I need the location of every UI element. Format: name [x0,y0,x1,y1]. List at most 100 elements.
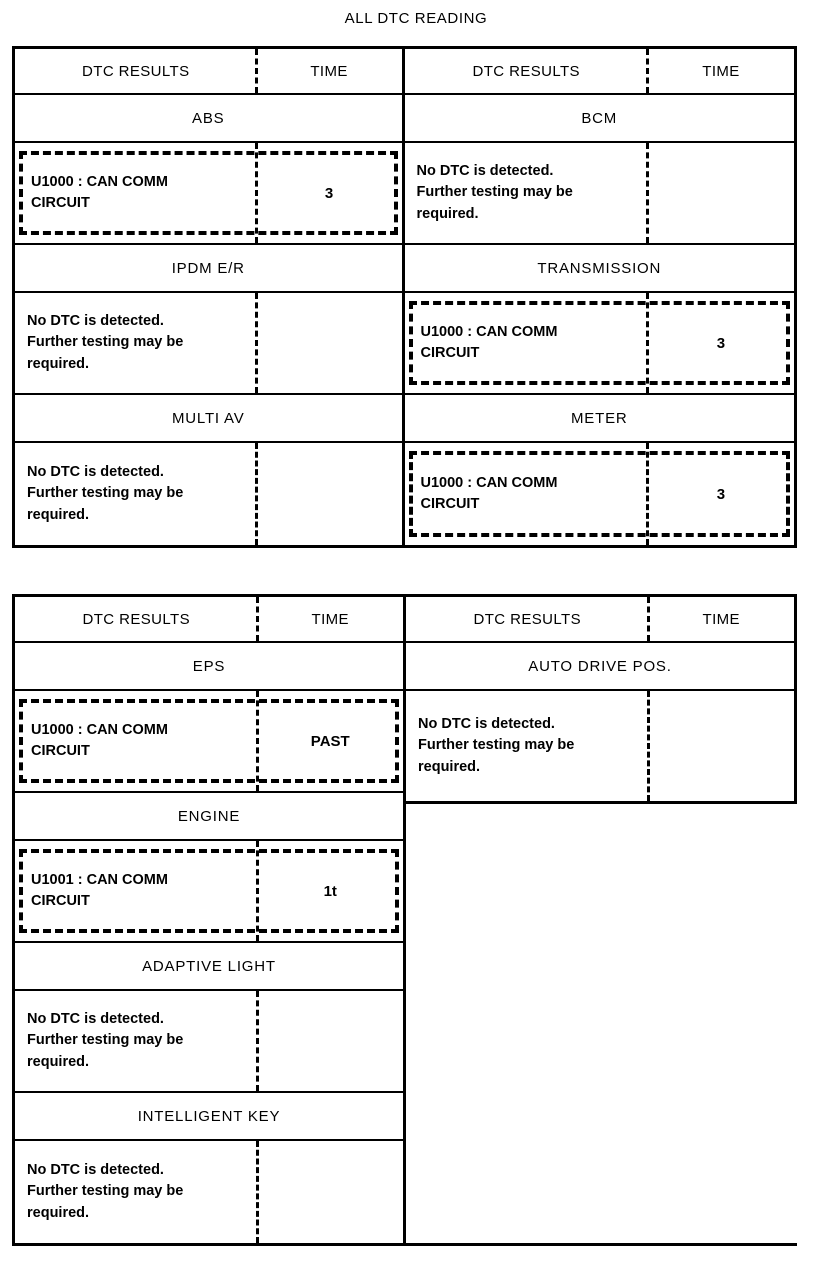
dtc-results-cell: U1000 : CAN COMM CIRCUIT [15,143,258,243]
dtc-result-row: No DTC is detected. Further testing may … [406,691,794,801]
system-name-label: ADAPTIVE LIGHT [142,957,276,975]
system-name-label: EPS [192,657,226,675]
header-cell-time: TIME [257,49,402,93]
dtc-code-text: U1000 : CAN COMM CIRCUIT [31,173,168,211]
system-name-row: MULTI AV [15,395,402,443]
dtc-time-cell: 3 [257,143,402,243]
system-name-row: EPS [15,643,403,691]
system-name-row: TRANSMISSION [404,245,795,293]
dtc-time-value: 1t [323,882,337,900]
dtc-time-cell [258,991,404,1091]
dtc-code-text: U1000 : CAN COMM CIRCUIT [31,721,168,759]
dtc-time-cell [257,293,402,393]
dtc-results-cell: No DTC is detected. Further testing may … [15,293,258,393]
dtc-results-cell: U1001 : CAN COMM CIRCUIT [15,841,258,941]
dtc-result-row: U1000 : CAN COMM CIRCUIT PAST [15,691,403,793]
no-dtc-message: No DTC is detected. Further testing may … [418,716,575,775]
dtc-result-row: U1001 : CAN COMM CIRCUIT 1t [15,841,403,943]
system-name-label: TRANSMISSION [537,259,662,277]
system-name-row: METER [404,395,795,443]
dtc-results-cell: No DTC is detected. Further testing may … [405,143,650,243]
system-name-cell: ENGINE [15,793,403,839]
dtc-result-row: No DTC is detected. Further testing may … [15,293,402,395]
system-name-row: ADAPTIVE LIGHT [15,943,403,991]
no-dtc-message: No DTC is detected. Further testing may … [416,163,573,222]
system-name-row: AUTO DRIVE POS. [406,643,794,691]
system-name-cell: EPS [15,643,403,689]
system-name-label: ENGINE [177,807,241,825]
system-name-cell: ADAPTIVE LIGHT [15,943,403,989]
header-label-time: TIME [702,610,740,628]
system-name-cell: AUTO DRIVE POS. [406,643,794,689]
dtc-result-row: No DTC is detected. Further testing may … [15,443,402,545]
system-name-label: IPDM E/R [171,259,245,277]
dtc-result-row: U1000 : CAN COMM CIRCUIT 3 [404,293,794,395]
dtc-time-value: PAST [310,732,350,750]
dtc-results-cell: U1000 : CAN COMM CIRCUIT [15,691,258,791]
dtc-time-value: 3 [324,184,334,202]
system-name-cell: ABS [15,95,402,141]
header-cell-dtc-results: DTC RESULTS [406,597,649,641]
table-1-left-column: DTC RESULTS TIME ABS U1000 : CAN COMM CIRCU… [15,49,405,545]
header-cell-dtc-results: DTC RESULTS [15,49,258,93]
header-label-dtc-results: DTC RESULTS [472,62,580,80]
dtc-time-cell [258,1141,404,1243]
header-label-time: TIME [311,610,349,628]
system-name-label: MULTI AV [171,409,245,427]
dtc-results-cell: No DTC is detected. Further testing may … [15,443,258,545]
table-2-left-column: DTC RESULTS TIME EPS U1000 : CAN COMM CIRCU… [15,597,406,1243]
no-dtc-message: No DTC is detected. Further testing may … [27,313,184,372]
header-label-dtc-results: DTC RESULTS [82,610,190,628]
dtc-time-value: 3 [716,485,726,503]
header-cell-time: TIME [258,597,404,641]
system-name-cell: METER [405,395,795,441]
system-name-cell: BCM [405,95,795,141]
dtc-code-text: U1000 : CAN COMM CIRCUIT [420,323,558,361]
system-name-cell: IPDM E/R [15,245,402,291]
system-name-row: ABS [15,95,402,143]
dtc-code-text: U1000 : CAN COMM CIRCUIT [420,474,558,512]
dtc-table-1: DTC RESULTS TIME ABS U1000 : CAN COMM CIRCU… [12,46,797,548]
system-name-cell: MULTI AV [15,395,402,441]
dtc-results-cell: No DTC is detected. Further testing may … [15,991,258,1091]
dtc-result-row: U1000 : CAN COMM CIRCUIT 3 [15,143,402,245]
table-2-right-column: DTC RESULTS TIME AUTO DRIVE POS. No DTC is … [406,597,797,804]
no-dtc-message: No DTC is detected. Further testing may … [27,464,184,523]
system-name-label: INTELLIGENT KEY [137,1107,281,1125]
dtc-results-cell: U1000 : CAN COMM CIRCUIT [405,443,650,545]
dtc-results-cell: U1000 : CAN COMM CIRCUIT [405,293,650,393]
header-label-time: TIME [310,62,348,80]
no-dtc-message: No DTC is detected. Further testing may … [27,1011,184,1070]
header-cell-dtc-results: DTC RESULTS [15,597,258,641]
dtc-time-cell: 1t [258,841,404,941]
system-name-row: BCM [404,95,795,143]
system-name-cell: INTELLIGENT KEY [15,1093,403,1139]
header-cell-dtc-results: DTC RESULTS [405,49,650,93]
column-header-row: DTC RESULTS TIME [404,49,794,95]
dtc-table-2: DTC RESULTS TIME EPS U1000 : CAN COMM CIRCU… [12,594,797,1246]
column-header-row: DTC RESULTS TIME [15,49,402,95]
system-name-cell: TRANSMISSION [405,245,795,291]
dtc-result-row: No DTC is detected. Further testing may … [15,991,403,1093]
header-cell-time: TIME [648,49,794,93]
system-name-row: IPDM E/R [15,245,402,293]
system-name-label: ABS [192,109,225,127]
dtc-time-cell [649,691,795,801]
header-label-time: TIME [702,62,740,80]
dtc-time-cell: 3 [648,293,794,393]
dtc-time-cell: PAST [258,691,404,791]
dtc-results-cell: No DTC is detected. Further testing may … [406,691,649,801]
dtc-code-text: U1001 : CAN COMM CIRCUIT [31,871,168,909]
header-label-dtc-results: DTC RESULTS [82,62,190,80]
dtc-time-value: 3 [716,334,726,352]
system-name-row: INTELLIGENT KEY [15,1093,403,1141]
no-dtc-message: No DTC is detected. Further testing may … [27,1162,184,1221]
dtc-results-cell: No DTC is detected. Further testing may … [15,1141,258,1243]
column-header-row: DTC RESULTS TIME [406,597,794,643]
column-header-row: DTC RESULTS TIME [15,597,403,643]
system-name-row: ENGINE [15,793,403,841]
dtc-result-row: U1000 : CAN COMM CIRCUIT 3 [405,443,795,545]
dtc-time-cell: 3 [648,443,794,545]
header-cell-time: TIME [649,597,795,641]
dtc-result-row: No DTC is detected. Further testing may … [404,143,794,245]
